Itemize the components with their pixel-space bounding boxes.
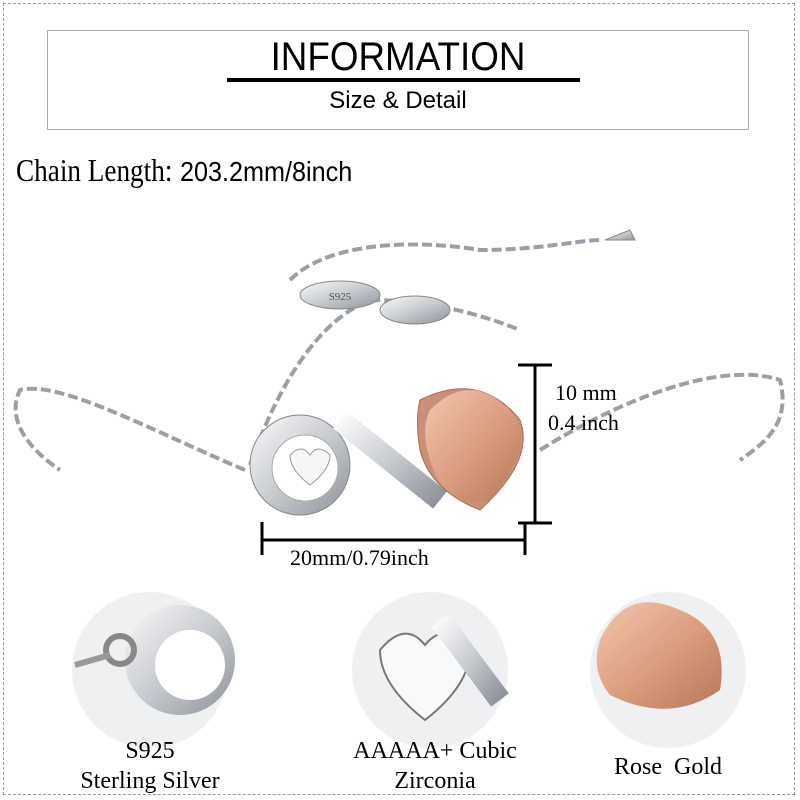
detail-circle-silver	[72, 592, 235, 748]
title-underline	[227, 78, 580, 82]
feature-silver: S925 Sterling Silver	[40, 736, 260, 796]
height-mm: 10 mm	[555, 380, 617, 405]
chain-length-value: 203.2mm/8inch	[179, 156, 353, 187]
feature-rose-gold: Rose Gold	[558, 752, 778, 782]
width-label: 20mm/0.79inch	[290, 545, 429, 570]
header-box: INFORMATION Size & Detail	[47, 30, 749, 130]
dimension-lines	[260, 363, 552, 555]
feature-zirconia-line2: Zirconia	[394, 768, 476, 794]
feature-rose-gold-line1: Rose Gold	[614, 754, 722, 780]
detail-circle-zirconia	[352, 592, 509, 748]
chain	[13, 238, 785, 472]
infinity-pendant	[249, 388, 524, 516]
height-inch: 0.4 inch	[548, 410, 619, 435]
feature-silver-line2: Sterling Silver	[80, 768, 220, 794]
page-subtitle: Size & Detail	[329, 87, 467, 114]
dashed-frame	[3, 3, 795, 795]
clasp-icon: S925	[299, 229, 636, 325]
feature-silver-line1: S925	[125, 738, 175, 764]
chain-length: Chain Length: 203.2mm/8inch	[16, 152, 371, 189]
feature-zirconia: AAAAA+ Cubic Zirconia	[325, 736, 545, 796]
detail-circle-rose-gold	[590, 592, 746, 748]
feature-zirconia-line1: AAAAA+ Cubic	[353, 738, 517, 764]
s925-stamp: S925	[329, 291, 352, 303]
page-title: INFORMATION	[270, 35, 526, 79]
chain-length-label: Chain Length:	[16, 152, 173, 188]
